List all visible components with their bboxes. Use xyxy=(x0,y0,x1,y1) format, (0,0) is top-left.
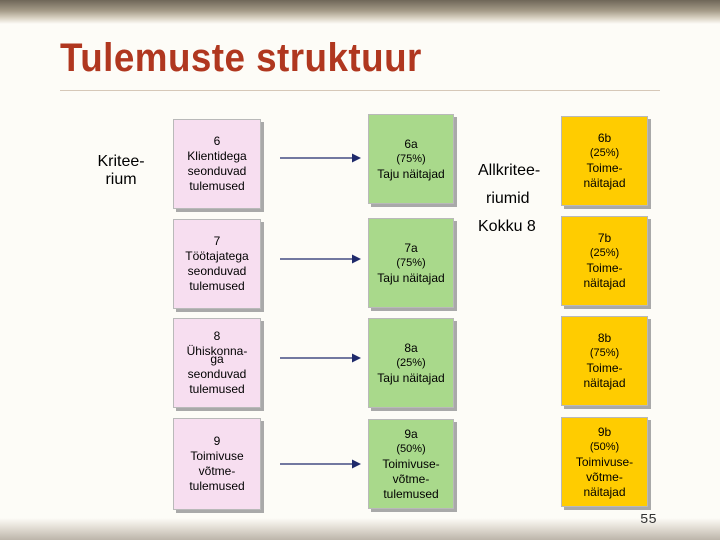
subcriterion-text: näitajad xyxy=(583,376,626,390)
criterion-text: Toimivuse xyxy=(190,449,244,463)
criterion-text: ga xyxy=(210,352,224,366)
subcriterion-weight: (50%) xyxy=(589,440,620,453)
subcriterion-text: Toimivuse- xyxy=(575,454,634,469)
criterion-text: seonduvad xyxy=(187,367,247,381)
arrow-8 xyxy=(280,353,361,363)
top-decorative-band xyxy=(0,0,720,24)
arrow-7 xyxy=(280,254,361,264)
arrow-6 xyxy=(280,153,361,163)
subcriterion-text: võtme- xyxy=(586,469,623,484)
bottom-decorative-band xyxy=(0,518,720,540)
criterion-number: 6 xyxy=(213,134,221,148)
criterion-text: tulemused xyxy=(189,179,245,193)
criterion-label-line: Kritee- xyxy=(97,153,145,170)
subcriterion-box-9a: 9a (50%) Toimivuse- võtme- tulemused xyxy=(368,419,454,509)
subcriterion-box-6a: 6a (75%) Taju näitajad xyxy=(368,114,454,204)
criterion-box-6: 6 Klientidega seonduvad tulemused xyxy=(173,119,261,209)
criterion-text: seonduvad xyxy=(187,264,247,278)
subcriterion-code: 6b xyxy=(597,131,612,145)
subcriterion-text: näitajad xyxy=(583,484,626,499)
criterion-label-line: rium xyxy=(105,171,137,188)
subcriteria-label-line: riumid xyxy=(486,190,530,207)
subcriterion-text: Taju näitajad xyxy=(377,270,445,285)
criterion-number: 9 xyxy=(213,434,221,448)
subcriterion-text: tulemused xyxy=(383,486,439,501)
arrow-9 xyxy=(280,459,361,469)
subcriterion-code: 7b xyxy=(597,231,612,245)
subcriterion-code: 9a xyxy=(404,426,418,441)
subcriterion-box-7a: 7a (75%) Taju näitajad xyxy=(368,218,454,308)
criterion-text: Klientidega xyxy=(187,149,247,163)
subcriteria-total: Kokku 8 xyxy=(478,218,536,235)
subcriterion-text: Taju näitajad xyxy=(377,370,445,385)
subcriterion-box-6b: 6b (25%) Toime- näitajad xyxy=(561,116,648,206)
criterion-box-9: 9 Toimivuse võtme- tulemused xyxy=(173,418,261,510)
subcriterion-weight: (25%) xyxy=(589,247,620,259)
subcriterion-code: 8b xyxy=(597,331,612,345)
criterion-column-label: Kritee- rium xyxy=(96,153,146,189)
subcriterion-box-8a: 8a (25%) Taju näitajad xyxy=(368,318,454,408)
criterion-box-7: 7 Töötajatega seonduvad tulemused xyxy=(173,219,261,309)
subcriterion-text: näitajad xyxy=(583,276,626,290)
criterion-text: Ühiskonna- xyxy=(186,344,248,358)
subcriterion-weight: (75%) xyxy=(396,152,426,165)
subcriterion-code: 9b xyxy=(597,424,612,439)
subcriterion-weight: (25%) xyxy=(589,147,620,159)
subcriterion-code: 7a xyxy=(404,240,418,255)
subcriterion-text: Toime- xyxy=(586,161,623,175)
subcriterion-weight: (75%) xyxy=(396,256,426,269)
subcriterion-text: Toime- xyxy=(586,261,623,275)
subcriterion-weight: (50%) xyxy=(396,442,426,455)
criterion-text: seonduvad xyxy=(187,164,247,178)
subcriterion-weight: (25%) xyxy=(396,356,426,369)
page-title: Tulemuste struktuur xyxy=(60,36,422,80)
subcriteria-label-line: Allkritee- xyxy=(478,162,541,179)
subcriterion-text: Toimivuse- xyxy=(382,456,440,471)
criterion-text: Töötajatega xyxy=(185,249,249,263)
subcriterion-box-8b: 8b (75%) Toime- näitajad xyxy=(561,316,648,406)
subcriterion-box-7b: 7b (25%) Toime- näitajad xyxy=(561,216,648,306)
subcriterion-text: Taju näitajad xyxy=(377,166,445,181)
subcriterion-text: võtme- xyxy=(392,471,430,486)
page-number: 55 xyxy=(640,512,657,528)
subcriteria-label: Allkritee- riumid Kokku 8 xyxy=(478,157,558,241)
criterion-text: võtme- xyxy=(198,464,236,478)
subcriterion-text: Toime- xyxy=(586,361,623,375)
criterion-text: tulemused xyxy=(189,479,245,493)
title-underline xyxy=(60,90,660,91)
subcriterion-weight: (75%) xyxy=(589,347,620,359)
criterion-box-8: 8 Ühiskonna- ga seonduvad tulemused xyxy=(173,318,261,408)
criterion-text: tulemused xyxy=(189,279,245,293)
subcriterion-code: 8a xyxy=(404,340,418,355)
subcriterion-box-9b: 9b (50%) Toimivuse- võtme- näitajad xyxy=(561,417,648,507)
criterion-number: 7 xyxy=(213,234,221,248)
criterion-number: 8 xyxy=(213,329,221,343)
subcriterion-code: 6a xyxy=(404,136,418,151)
subcriterion-text: näitajad xyxy=(583,176,626,190)
criterion-text: tulemused xyxy=(189,382,245,396)
